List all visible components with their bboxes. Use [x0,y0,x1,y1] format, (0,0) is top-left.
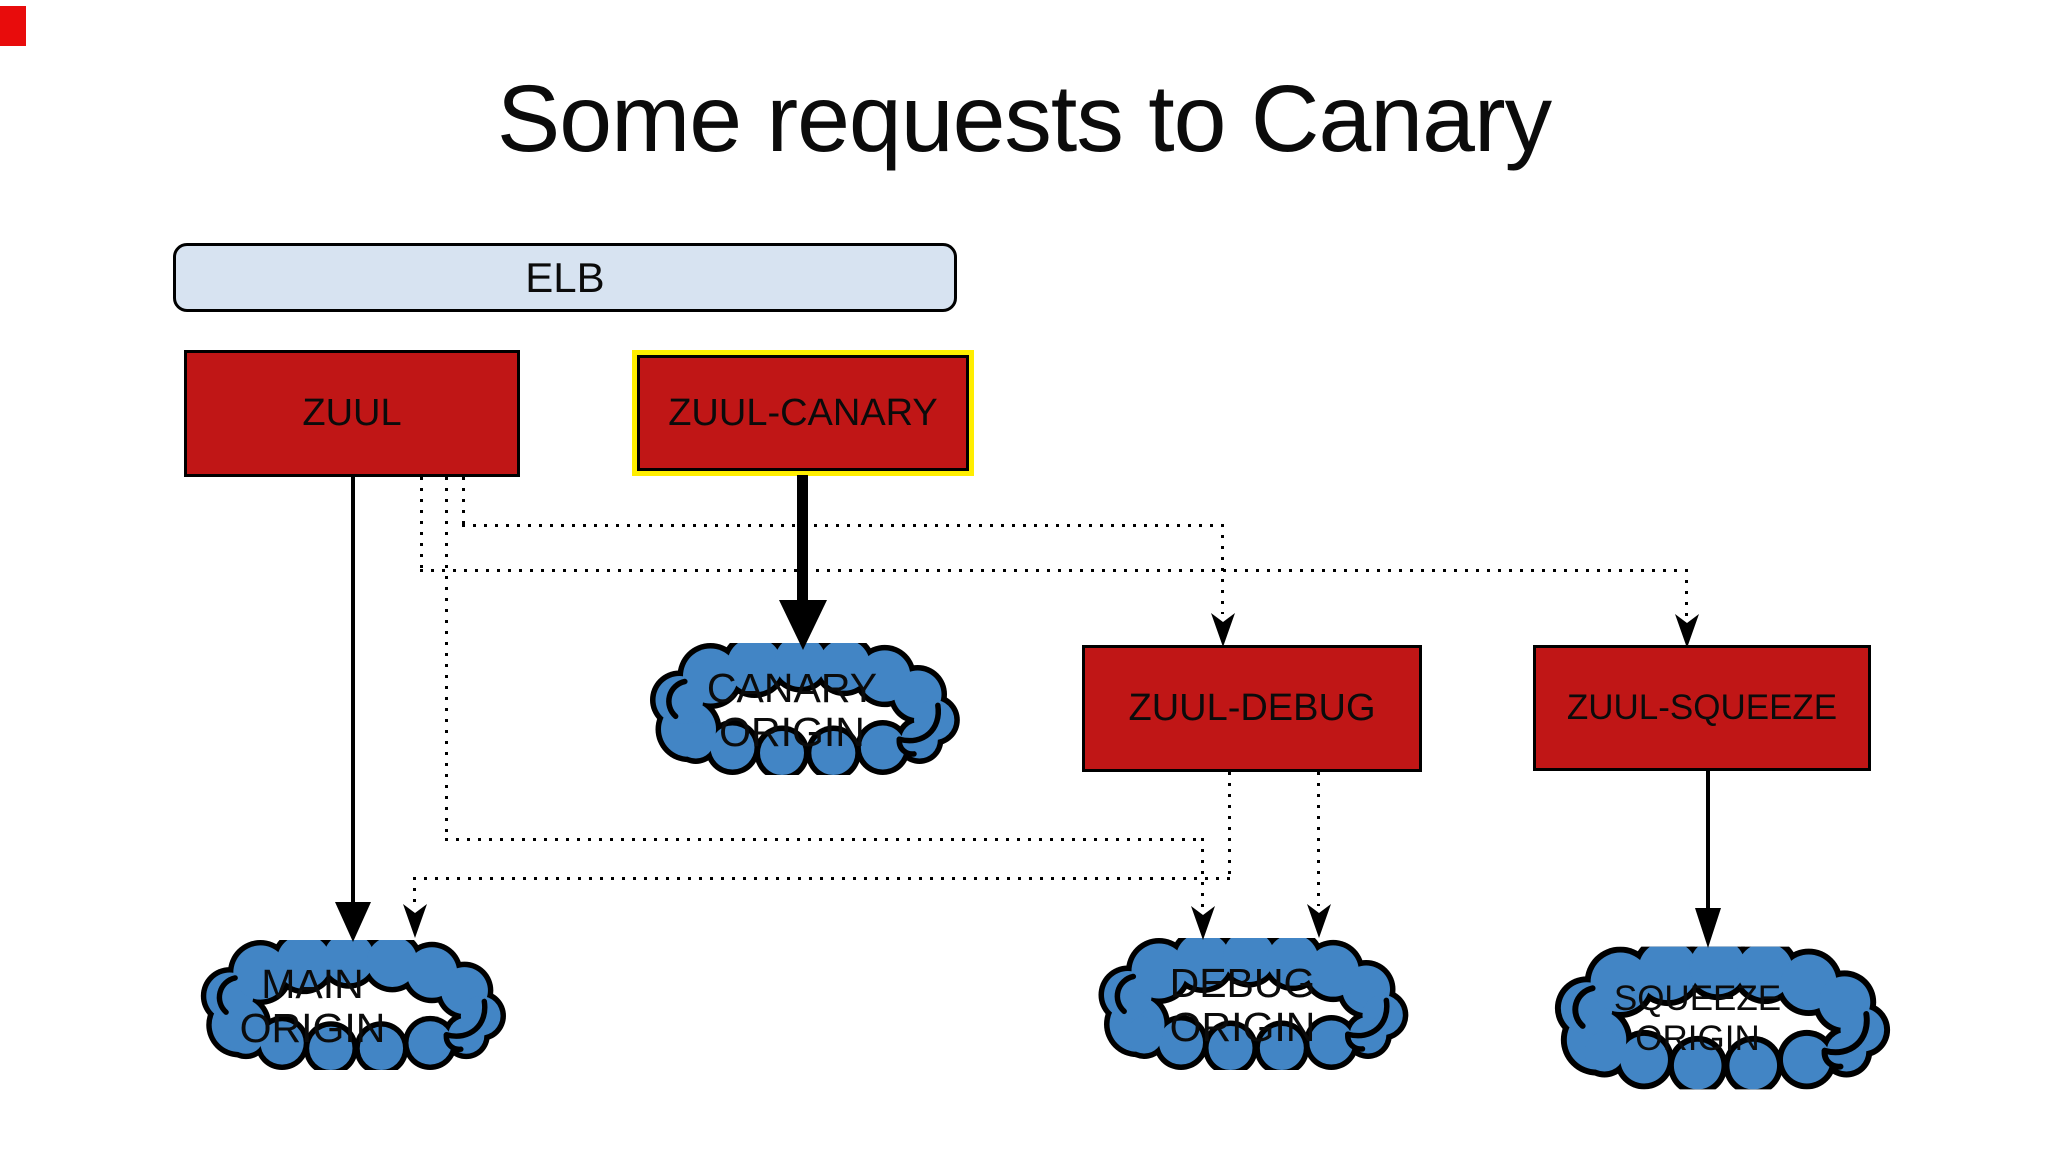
edge-zuul-to-zuuldebug-seg2 [462,524,1224,527]
node-squeeze-origin: SQUEEZE ORIGIN [1543,941,1900,1095]
edge-zuuldebug-to-mainorigin-seg2 [413,877,1231,880]
edge-zuul-to-debugorigin-seg1 [445,477,448,840]
arrowhead-zuulsqueeze-to-squeezeorigin [1695,908,1721,948]
page-title: Some requests to Canary [496,66,1552,172]
squeeze-origin-label: SQUEEZE ORIGIN [1613,979,1782,1058]
edge-zuul-to-debugorigin-seg2 [445,838,1204,841]
node-zuul-squeeze: ZUUL-SQUEEZE [1533,645,1871,771]
edge-zuul-to-mainorigin-shaft [351,477,355,903]
arrowhead-into-zuul-squeeze [1675,614,1699,648]
main-origin-label: MAIN ORIGIN [239,961,386,1051]
edge-zuul-to-zuulsqueeze-seg2 [420,569,1688,572]
zuul-squeeze-label: ZUUL-SQUEEZE [1566,688,1838,727]
elb-label: ELB [525,253,605,301]
edge-zuul-to-debugorigin-seg3 [1201,838,1204,908]
zuul-label: ZUUL [302,392,402,434]
arrowhead-into-debug-origin-left [1191,906,1215,940]
edge-zuuldebug-to-mainorigin-seg1 [1228,772,1231,879]
zuul-canary-label: ZUUL-CANARY [668,391,938,434]
edge-zuul-to-zuulsqueeze-seg3 [1685,569,1688,616]
node-zuul-canary: ZUUL-CANARY [632,350,974,476]
zuul-debug-label: ZUUL-DEBUG [1128,687,1376,729]
node-debug-origin: DEBUG ORIGIN [1080,938,1425,1070]
node-zuul: ZUUL [184,350,520,477]
node-main-origin: MAIN ORIGIN [180,940,525,1070]
arrowhead-into-main-origin [403,904,427,938]
node-canary-origin: CANARY ORIGIN [630,643,978,775]
node-elb: ELB [173,243,957,312]
corner-marker [0,6,26,46]
edge-zuul-to-zuulsqueeze-seg1 [420,477,423,571]
edge-zuulsqueeze-to-squeezeorigin-shaft [1706,771,1710,908]
node-zuul-debug: ZUUL-DEBUG [1082,645,1422,772]
edge-zuuldebug-to-debugorigin-seg1 [1317,772,1320,906]
canary-origin-label: CANARY ORIGIN [706,665,878,755]
arrowhead-zuul-to-mainorigin [335,902,371,942]
arrowhead-into-debug-origin-right [1307,904,1331,938]
edge-zuul-to-zuuldebug-seg1 [462,477,465,526]
edge-zuuldebug-to-mainorigin-seg3 [413,877,416,906]
debug-origin-label: DEBUG ORIGIN [1169,960,1316,1050]
edge-zuulcanary-to-canaryorigin-shaft [797,475,808,602]
arrowhead-into-zuul-debug [1211,613,1235,647]
arrowhead-zuulcanary-to-canaryorigin [779,600,827,650]
